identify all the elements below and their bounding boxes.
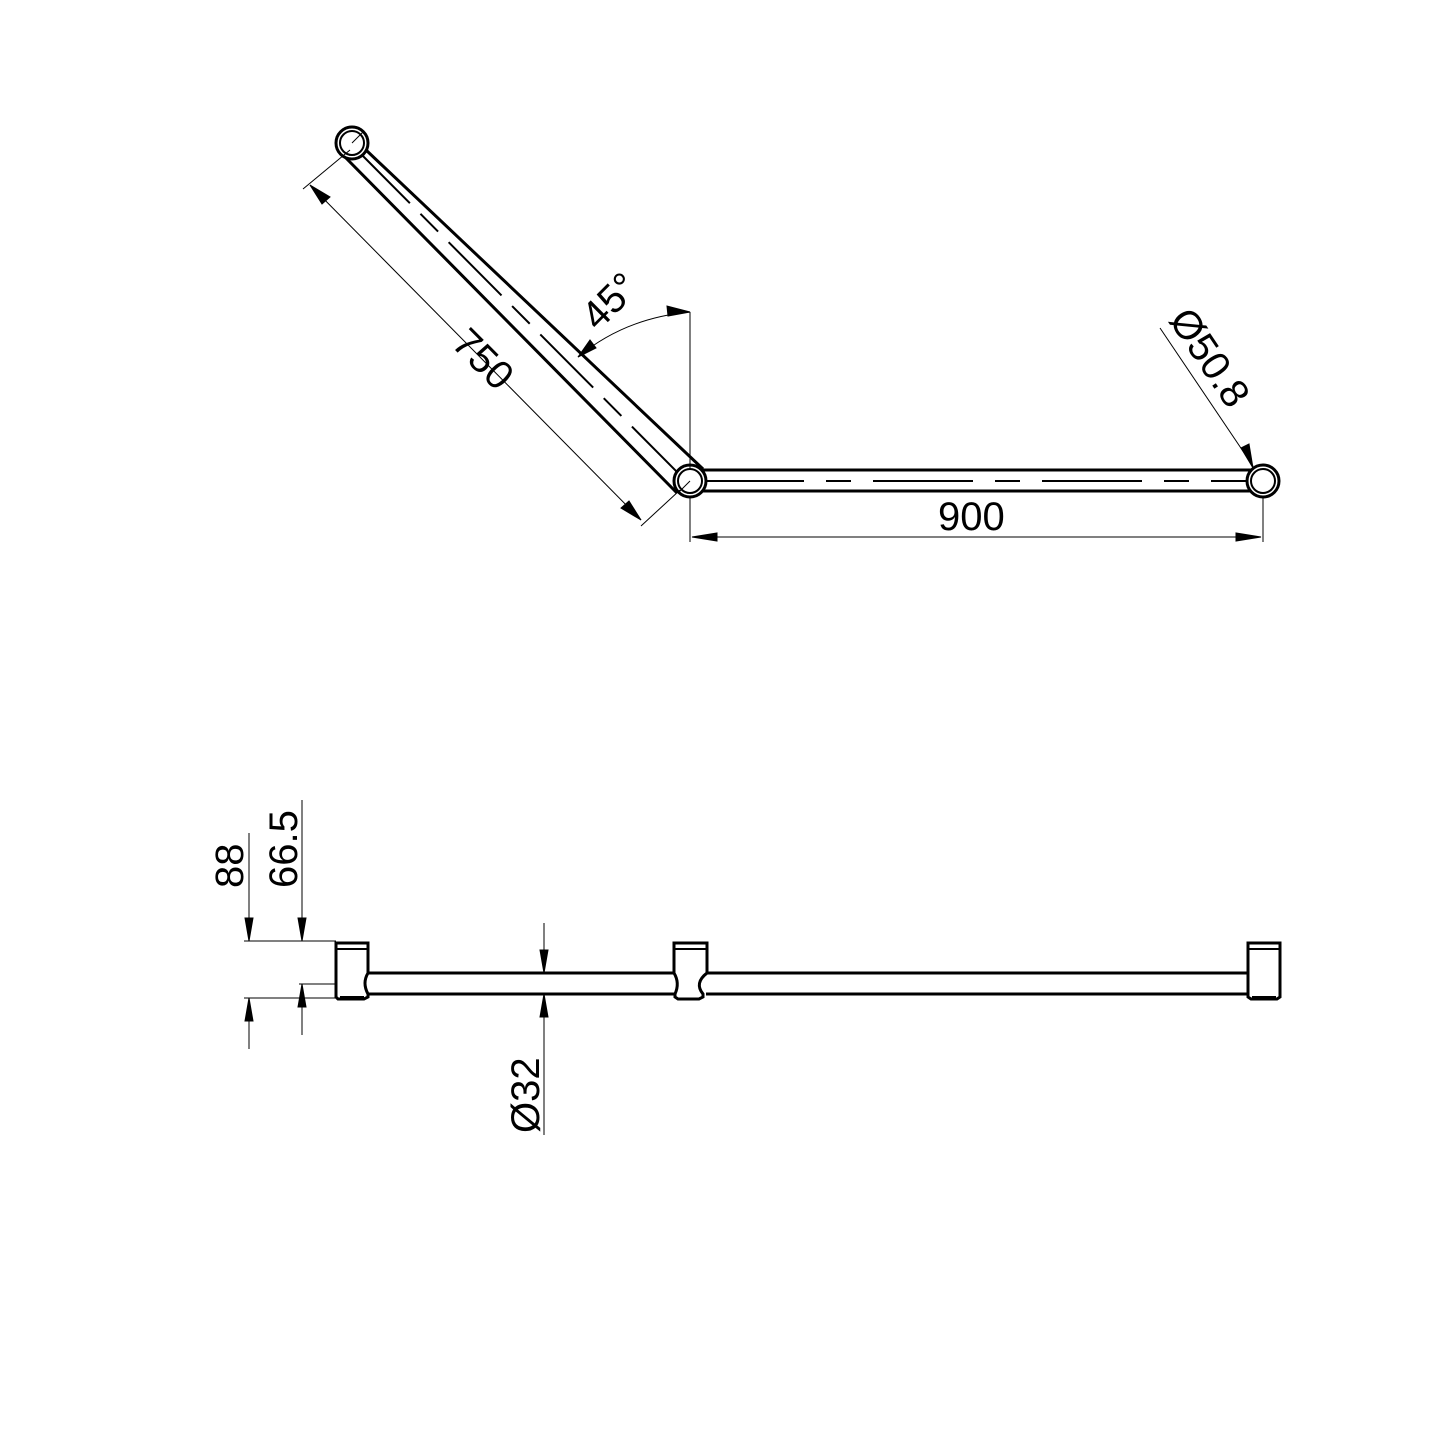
dimension-66-5 [297, 800, 336, 1035]
bracket-middle [672, 941, 709, 1001]
plan-view [302, 125, 1281, 542]
angled-bar [341, 148, 705, 495]
bracket-left [334, 941, 370, 1001]
label-88: 88 [208, 844, 252, 889]
dimension-bar-diameter [539, 923, 549, 1135]
label-66-5: 66.5 [262, 810, 306, 888]
bracket-right [1246, 941, 1282, 1001]
straight-bar [700, 468, 1255, 493]
flange-top-left [334, 125, 370, 161]
label-flange-diameter: Ø50.8 [1161, 300, 1258, 415]
dimension-900 [689, 497, 1264, 542]
side-view [244, 800, 1282, 1135]
flange-right [1245, 463, 1281, 499]
dimension-45deg [577, 305, 691, 470]
dimension-750 [302, 149, 681, 527]
dimension-flange-diameter [1159, 327, 1254, 469]
label-900: 900 [938, 495, 1005, 539]
dimension-88 [244, 833, 336, 1049]
label-45deg: 45° [573, 264, 647, 338]
label-bar-diameter: Ø32 [504, 1057, 548, 1133]
side-bar [368, 971, 1250, 996]
